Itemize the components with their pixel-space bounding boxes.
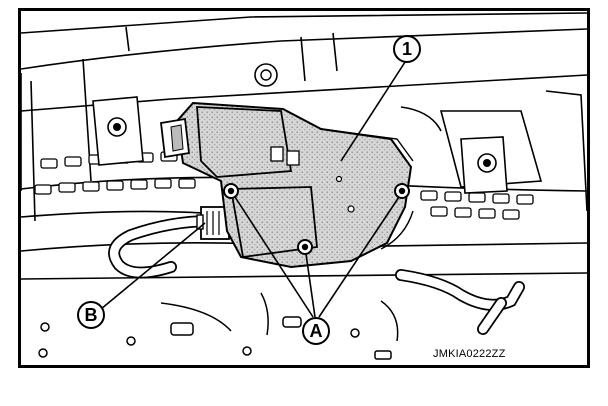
figure-code: JMKIA0222ZZ — [433, 348, 506, 360]
leader-line-a-left — [234, 196, 314, 318]
wiring-harness — [108, 215, 525, 335]
lower-slot-rail — [34, 178, 520, 220]
callout-b: B — [77, 301, 105, 329]
wiper-motor-illustration — [21, 12, 587, 360]
panel-round-mark — [254, 63, 278, 87]
panel-boss-left — [92, 96, 144, 166]
lower-panel-details — [38, 292, 399, 360]
mounting-bolts — [223, 183, 410, 255]
leader-line-1 — [340, 58, 408, 162]
diagram-frame: 1 A B JMKIA0222ZZ — [18, 8, 590, 368]
callout-b-label: B — [84, 305, 98, 325]
leader-line-a-right — [318, 196, 400, 318]
callout-1-label: 1 — [401, 39, 412, 59]
leader-lines — [100, 58, 408, 318]
panel-boss-right — [460, 136, 508, 194]
callout-a-label: A — [309, 321, 323, 341]
leader-line-a-center — [305, 253, 316, 318]
callout-a: A — [302, 317, 330, 345]
leader-line-b — [100, 222, 206, 310]
callout-1: 1 — [393, 35, 421, 63]
